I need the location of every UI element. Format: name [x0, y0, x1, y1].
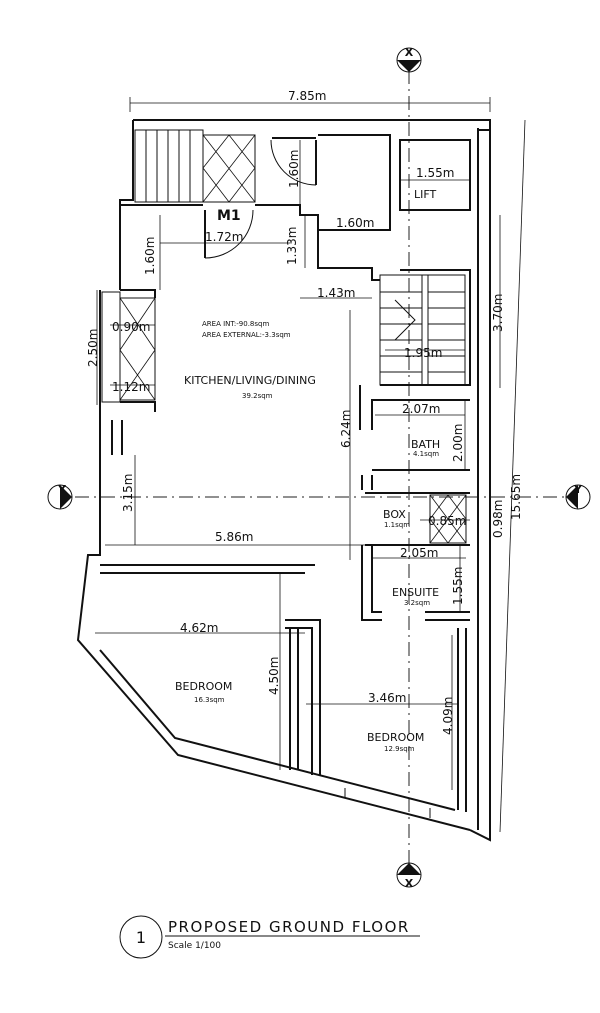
dim-bath-height: 2.00m	[451, 424, 465, 462]
dim-lift-width: 1.55m	[416, 166, 454, 180]
dim-stair-offset: 1.43m	[317, 286, 355, 300]
dim-door-height: 1.60m	[287, 150, 301, 188]
dimension-lines	[95, 97, 526, 833]
dim-overall-width: 7.85m	[288, 89, 326, 103]
room-box-area: 1.1sqm	[384, 521, 410, 529]
entrance-door	[204, 137, 317, 259]
top-stair	[134, 129, 256, 203]
dim-bedroom1-width: 4.62m	[180, 621, 218, 635]
drawing-title: PROPOSED GROUND FLOOR	[168, 918, 410, 936]
room-ensuite-area: 3.2sqm	[404, 599, 430, 607]
drawing-scale: Scale 1/100	[168, 941, 221, 951]
axis-label-y-left: Y	[57, 483, 67, 496]
dim-corridor-width: 1.60m	[336, 216, 374, 230]
dim-overall-height: 15.65m	[509, 474, 523, 520]
area-external: AREA EXTERNAL:-3.3sqm	[202, 331, 291, 339]
axis-bubble-y-right: Y	[565, 483, 591, 510]
outer-walls	[76, 119, 491, 842]
room-bedroom2-name: BEDROOM	[367, 731, 424, 744]
dim-box-width: 0.85m	[428, 514, 466, 528]
area-internal: AREA INT:-90.8sqm	[202, 320, 269, 328]
dim-entrance-width: 1.72m	[205, 230, 243, 244]
dim-kitchen-height: 6.24m	[339, 410, 353, 448]
dim-window-width: 0.90m	[112, 320, 150, 334]
room-bedroom1-area: 16.3sqm	[194, 696, 225, 704]
room-lift-name: LIFT	[414, 188, 437, 201]
axis-bubble-y-left: Y	[47, 483, 73, 510]
dim-stair-height: 3.70m	[491, 294, 505, 332]
dim-window-height: 2.50m	[86, 329, 100, 367]
dim-window-offset: 1.12m	[112, 380, 150, 394]
dim-kitchen-width: 5.86m	[215, 530, 253, 544]
dim-left-height: 3.15m	[121, 474, 135, 512]
room-bath-name: BATH	[411, 438, 440, 451]
title-block: 1 PROPOSED GROUND FLOOR Scale 1/100	[119, 915, 420, 959]
left-window	[101, 289, 156, 412]
dim-bedroom2-width: 3.46m	[368, 691, 406, 705]
dim-bedroom2-height: 4.09m	[441, 697, 455, 735]
room-bath-area: 4.1sqm	[413, 450, 439, 458]
axis-bubble-x-top: X	[396, 46, 422, 73]
dim-left-wall-height: 1.60m	[143, 237, 157, 275]
dim-box-height: 0.98m	[491, 500, 505, 538]
room-ensuite-name: ENSUITE	[392, 586, 439, 599]
room-kitchen-name: KITCHEN/LIVING/DINING	[184, 374, 316, 387]
lift-stair	[379, 274, 466, 386]
dim-ensuite-height: 1.55m	[451, 567, 465, 605]
service-shaft	[429, 494, 467, 544]
axis-bubble-x-bottom: X	[396, 862, 422, 890]
dim-ensuite-width: 2.05m	[400, 546, 438, 560]
dim-corridor-height: 1.33m	[285, 227, 299, 265]
axis-label-y-right: Y	[573, 483, 583, 496]
room-kitchen-area: 39.2sqm	[242, 392, 273, 400]
dim-bedroom1-height: 4.50m	[267, 657, 281, 695]
room-bedroom2-area: 12.9sqm	[384, 745, 415, 753]
drawing-number: 1	[136, 928, 146, 947]
dim-bath-width: 2.07m	[402, 402, 440, 416]
room-box-name: BOX	[383, 508, 406, 521]
room-bedroom1-name: BEDROOM	[175, 680, 232, 693]
axis-label-x-top: X	[405, 46, 414, 59]
door-tag-m1: M1	[217, 208, 241, 224]
axis-label-x-bottom: X	[405, 877, 414, 890]
dim-stair-width: 1.95m	[404, 346, 442, 360]
